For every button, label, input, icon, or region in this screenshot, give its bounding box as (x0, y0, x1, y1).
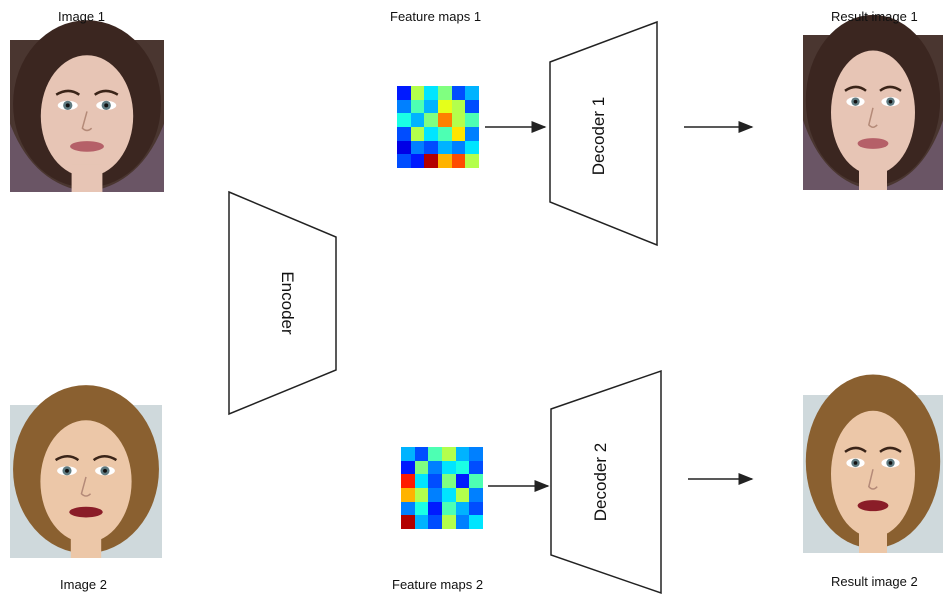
heatmap-cell (451, 86, 466, 100)
heatmap-cell (455, 515, 470, 529)
heatmap-cell (442, 460, 456, 475)
heatmap-cell (442, 515, 456, 529)
heatmap-cell (410, 113, 425, 127)
heatmap-cell (455, 501, 470, 516)
heatmap-cell (414, 447, 429, 461)
heatmap-cell (438, 99, 452, 114)
encoder-label: Encoder (278, 271, 297, 335)
heatmap-cell (401, 447, 415, 461)
heatmap-cell (465, 113, 479, 127)
heatmap-cell (414, 460, 429, 475)
encoder-block: Encoder (228, 190, 337, 416)
heatmap-cell (397, 154, 411, 168)
heatmap-cell (442, 488, 456, 502)
decoder2-label: Decoder 2 (591, 443, 610, 521)
heatmap-cell (438, 113, 452, 127)
result-image2-label: Result image 2 (831, 574, 918, 589)
feature-map-2-heatmap (401, 447, 483, 529)
heatmap-cell (438, 154, 452, 168)
heatmap-cell (451, 127, 466, 141)
heatmap-cell (397, 86, 411, 100)
heatmap-cell (401, 488, 415, 502)
heatmap-cell (455, 474, 470, 488)
heatmap-cell (397, 99, 411, 114)
heatmap-cell (424, 140, 438, 155)
heatmap-cell (414, 488, 429, 502)
heatmap-cell (469, 488, 483, 502)
heatmap-cell (410, 127, 425, 141)
heatmap-cell (465, 86, 479, 100)
heatmap-cell (424, 99, 438, 114)
heatmap-cell (428, 447, 442, 461)
heatmap-cell (424, 113, 438, 127)
decoder1-block: Decoder 1 (549, 20, 658, 247)
heatmap-cell (410, 99, 425, 114)
heatmap-cell (424, 127, 438, 141)
heatmap-cell (465, 140, 479, 155)
result-image1-photo (803, 14, 943, 190)
image1-photo (10, 20, 164, 192)
heatmap-cell (424, 86, 438, 100)
heatmap-cell (451, 99, 466, 114)
heatmap-cell (428, 460, 442, 475)
heatmap-cell (428, 515, 442, 529)
heatmap-cell (469, 501, 483, 516)
heatmap-cell (414, 474, 429, 488)
image2-photo (10, 385, 162, 558)
heatmap-cell (401, 460, 415, 475)
heatmap-cell (469, 460, 483, 475)
heatmap-cell (469, 447, 483, 461)
result-image2-photo (803, 374, 943, 553)
result-image1-label: Result image 1 (831, 9, 918, 24)
heatmap-cell (410, 154, 425, 168)
heatmap-cell (428, 501, 442, 516)
heatmap-cell (428, 488, 442, 502)
heatmap-cell (424, 154, 438, 168)
heatmap-cell (428, 474, 442, 488)
heatmap-cell (414, 501, 429, 516)
heatmap-cell (451, 154, 466, 168)
heatmap-cell (414, 515, 429, 529)
heatmap-cell (455, 488, 470, 502)
feature-maps2-label: Feature maps 2 (392, 577, 484, 592)
heatmap-cell (465, 154, 479, 168)
decoder1-label: Decoder 1 (589, 97, 608, 175)
heatmap-cell (401, 501, 415, 516)
heatmap-cell (401, 474, 415, 488)
heatmap-cell (469, 474, 483, 488)
heatmap-cell (455, 447, 470, 461)
heatmap-cell (397, 113, 411, 127)
heatmap-cell (465, 127, 479, 141)
heatmap-cell (438, 86, 452, 100)
heatmap-cell (401, 515, 415, 529)
heatmap-cell (410, 86, 425, 100)
heatmap-cell (410, 140, 425, 155)
heatmap-cell (451, 140, 466, 155)
heatmap-cell (438, 127, 452, 141)
feature-maps1-label: Feature maps 1 (390, 9, 482, 24)
heatmap-cell (438, 140, 452, 155)
image2-label: Image 2 (60, 577, 107, 592)
heatmap-cell (469, 515, 483, 529)
image1-label: Image 1 (58, 9, 105, 24)
feature-map-1-heatmap (397, 86, 479, 168)
heatmap-cell (451, 113, 466, 127)
heatmap-cell (455, 460, 470, 475)
heatmap-cell (442, 501, 456, 516)
heatmap-cell (442, 447, 456, 461)
decoder2-block: Decoder 2 (550, 369, 662, 595)
heatmap-cell (465, 99, 479, 114)
heatmap-cell (442, 474, 456, 488)
heatmap-cell (397, 127, 411, 141)
heatmap-cell (397, 140, 411, 155)
